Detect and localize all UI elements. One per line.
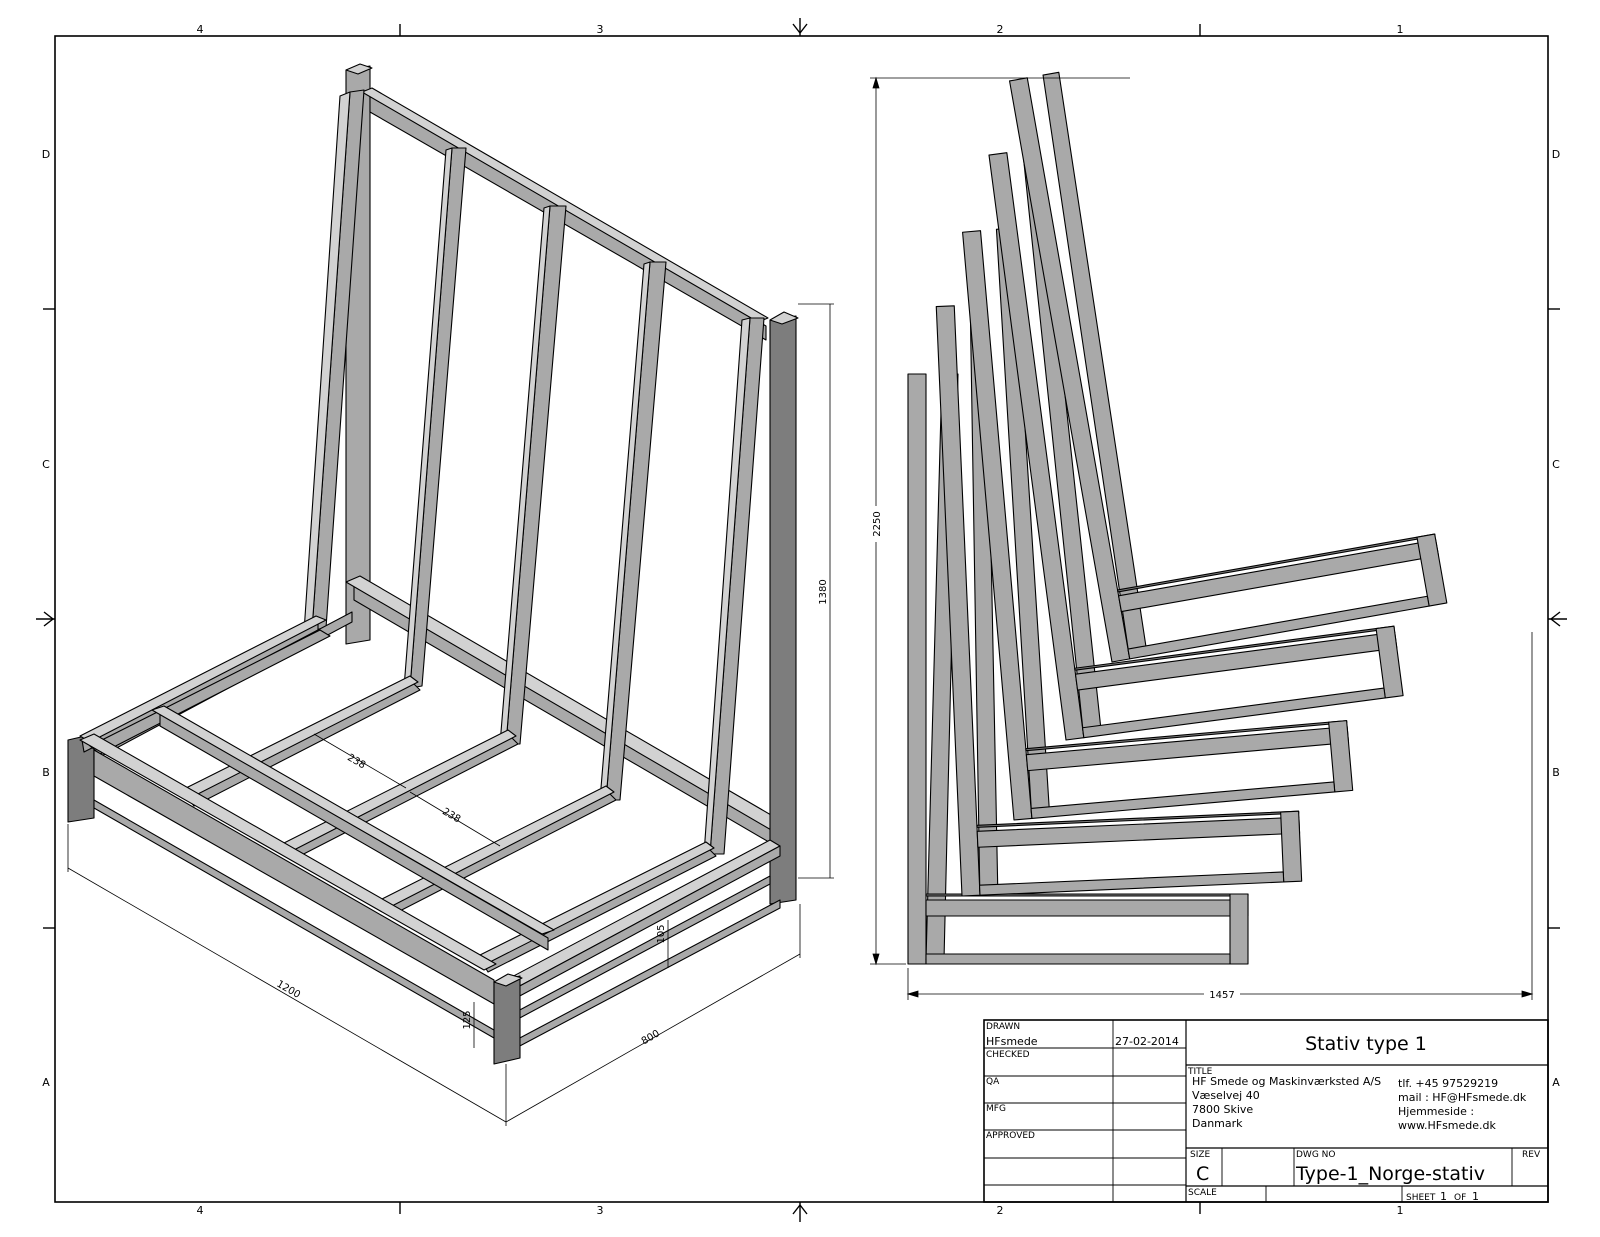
tb-size-label: SIZE — [1190, 1150, 1211, 1160]
side-end-post-2 — [1280, 810, 1303, 883]
tb-contact-line-3: Hjemmeside : — [1398, 1105, 1474, 1118]
side-post-3 — [962, 230, 1033, 821]
tb-drawn-by: HFsmede — [986, 1035, 1038, 1048]
tb-company-line-3: 7800 Skive — [1192, 1103, 1253, 1116]
side-end-post-1 — [1229, 893, 1249, 965]
dim-iso-spacing-2: 238 — [440, 806, 462, 825]
zone-row-right-a: A — [1552, 1076, 1560, 1089]
dim-iso-height: 1380 — [818, 579, 829, 604]
tb-company-line-2: Væselvej 40 — [1192, 1089, 1260, 1102]
zone-row-left-a: A — [42, 1076, 50, 1089]
tb-sheet-label: SHEET — [1406, 1193, 1436, 1203]
center-mark-arrows — [36, 18, 1567, 1222]
tb-checked-label: CHECKED — [986, 1050, 1030, 1060]
zone-labels: 4 3 2 1 4 3 2 1 D C B A D C B A — [42, 23, 1560, 1217]
tb-contact-line-1: tlf. +45 97529219 — [1398, 1077, 1498, 1090]
tb-drawn-label: DRAWN — [986, 1022, 1020, 1032]
side-post-1 — [907, 373, 927, 965]
title-block — [983, 1019, 1549, 1203]
side-post-4 — [988, 152, 1085, 741]
zone-col-top-4: 4 — [197, 23, 204, 36]
zone-col-top-1: 1 — [1397, 23, 1404, 36]
isometric-view — [67, 63, 799, 1065]
tb-qa-label: QA — [986, 1077, 1000, 1087]
side-end-post-3 — [1328, 720, 1354, 793]
tb-size-value: C — [1196, 1163, 1209, 1185]
zone-col-bottom-3: 3 — [597, 1204, 604, 1217]
tb-approved-label: APPROVED — [986, 1131, 1035, 1141]
side-foot-5 — [1127, 595, 1430, 660]
side-view — [907, 71, 1448, 965]
tb-drawing-title: Stativ type 1 — [1305, 1033, 1427, 1055]
zone-col-top-2: 2 — [997, 23, 1004, 36]
tb-contact-line-4: www.HFsmede.dk — [1398, 1119, 1497, 1132]
dim-iso-105: 105 — [656, 924, 667, 943]
tb-scale-label: SCALE — [1188, 1188, 1217, 1198]
tb-of-label: OF — [1454, 1193, 1466, 1203]
dim-side-width: 1457 — [1209, 990, 1234, 1001]
dim-side-height: 2250 — [872, 511, 883, 536]
zone-ticks — [43, 24, 1560, 1214]
zone-row-right-b: B — [1552, 766, 1560, 779]
zone-col-bottom-2: 2 — [997, 1204, 1004, 1217]
tb-rev-label: REV — [1522, 1150, 1541, 1160]
dim-iso-125: 125 — [462, 1010, 473, 1029]
zone-row-left-b: B — [42, 766, 50, 779]
dim-side-width-bg — [1204, 987, 1240, 1001]
zone-col-bottom-4: 4 — [197, 1204, 204, 1217]
side-arm-1 — [925, 899, 1249, 917]
zone-row-right-d: D — [1552, 148, 1560, 161]
tb-of-value: 1 — [1472, 1190, 1479, 1203]
tb-dwg-no-label: DWG NO — [1296, 1150, 1335, 1160]
zone-col-bottom-1: 1 — [1397, 1204, 1404, 1217]
zone-row-left-c: C — [42, 458, 50, 471]
zone-row-left-d: D — [42, 148, 50, 161]
zone-row-right-c: C — [1552, 458, 1560, 471]
zone-col-top-3: 3 — [597, 23, 604, 36]
side-arm-2 — [976, 816, 1301, 848]
tb-drawn-date: 27-02-2014 — [1115, 1035, 1179, 1048]
side-post-2 — [935, 305, 981, 897]
tb-mfg-label: MFG — [986, 1104, 1006, 1114]
side-foot-4 — [1081, 687, 1386, 739]
side-foot-2 — [978, 871, 1285, 896]
side-foot-1 — [925, 953, 1231, 965]
tb-contact-line-2: mail : HF@HFsmede.dk — [1398, 1091, 1527, 1104]
side-end-post-4 — [1375, 625, 1404, 699]
dim-iso-spacing-1: 238 — [345, 752, 367, 771]
dim-side-height-bg — [868, 506, 884, 542]
tb-sheet-value: 1 — [1440, 1190, 1447, 1203]
dim-iso-length: 1200 — [274, 979, 302, 1001]
side-end-post-5 — [1416, 533, 1448, 607]
tb-company-line-4: Danmark — [1192, 1117, 1243, 1130]
side-arm-5 — [1118, 539, 1440, 613]
tb-company-line-1: HF Smede og Maskinværksted A/S — [1192, 1075, 1381, 1088]
dim-iso-width: 800 — [640, 1028, 662, 1047]
tb-dwg-no-value: Type-1_Norge-stativ — [1295, 1163, 1485, 1185]
side-foot-3 — [1030, 781, 1336, 819]
iso-dimension-lines — [67, 303, 834, 1126]
tb-title-label: TITLE — [1187, 1067, 1213, 1077]
side-dimension-lines — [870, 76, 1534, 1000]
